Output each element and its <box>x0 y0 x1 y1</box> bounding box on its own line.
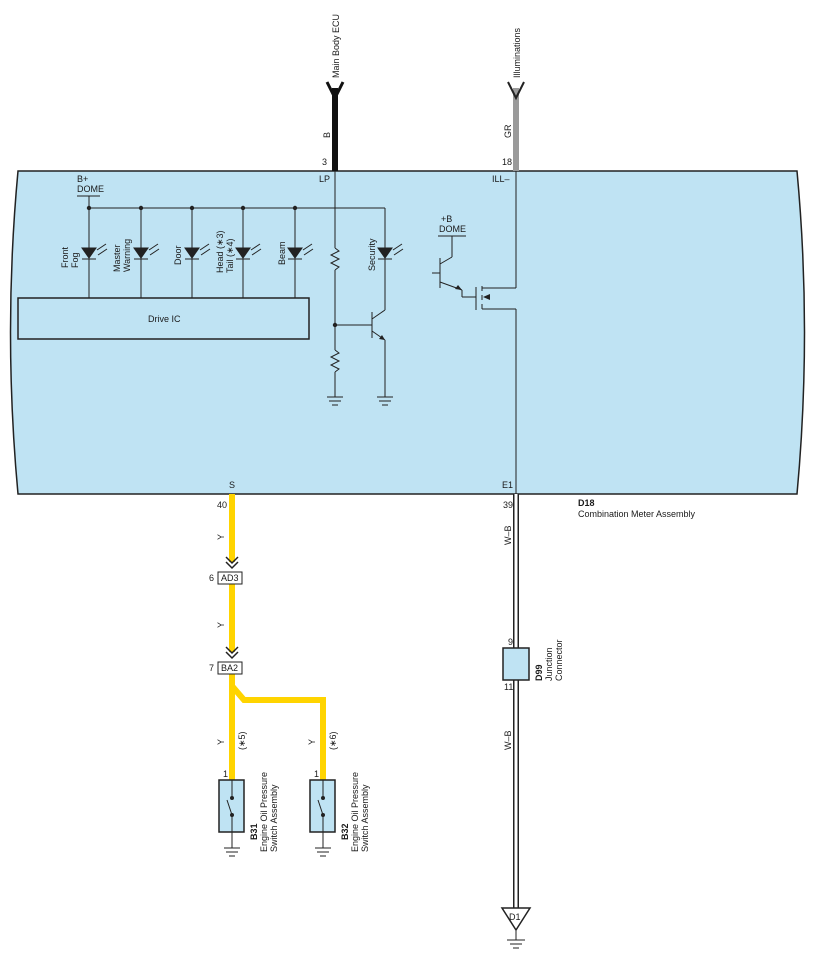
wire-code-wb1: W–B <box>503 525 513 545</box>
led-label-fog: Fog <box>70 252 80 268</box>
ground-d1-label: D1 <box>509 912 521 922</box>
meter-name: Combination Meter Assembly <box>578 509 696 519</box>
b31-note: (∗5) <box>237 731 247 750</box>
plus-b-label: +B <box>441 214 452 224</box>
led-label-warning: Warning <box>122 239 132 272</box>
pin-18: 18 <box>502 157 512 167</box>
led-door-icon <box>184 243 211 260</box>
b31-name2: Switch Assembly <box>269 784 279 852</box>
connector-ba2 <box>217 661 243 675</box>
connector-ad3 <box>217 571 243 585</box>
ill-circuit <box>432 171 517 494</box>
meter-body <box>9 170 806 495</box>
wire-code-y1: Y <box>216 534 226 540</box>
ad3-pin: 6 <box>209 573 214 583</box>
yellow-wires <box>229 494 326 780</box>
wire-code-gr: GR <box>503 124 513 138</box>
b32-name2: Switch Assembly <box>360 784 370 852</box>
led-master-warning-icon <box>133 243 160 260</box>
terminal-e1: E1 <box>502 480 513 490</box>
meter-code: D18 <box>578 498 595 508</box>
main-body-ecu-label: Main Body ECU <box>331 14 341 78</box>
wire-code-y2: Y <box>216 622 226 628</box>
b31-wire-code: Y <box>216 739 226 745</box>
wire-code-b: B <box>322 132 332 138</box>
lp-junction <box>332 322 338 328</box>
led-security-icon <box>377 243 404 260</box>
b32-note: (∗6) <box>328 731 338 750</box>
connector-chevrons <box>225 556 239 660</box>
led-label-master: Master <box>112 244 122 272</box>
pin-39: 39 <box>503 500 513 510</box>
d99-name2: Connector <box>554 639 564 681</box>
dome2-label: DOME <box>439 224 466 234</box>
lp-circuit <box>327 171 393 406</box>
b32-name1: Engine Oil Pressure <box>350 772 360 852</box>
led-label-security: Security <box>367 238 377 271</box>
pin-40: 40 <box>217 500 227 510</box>
wire-main-body-ecu: Main Body ECU B 3 LP <box>319 14 345 184</box>
b31-pin: 1 <box>223 769 228 779</box>
transistor-arrow-icon <box>379 335 385 340</box>
drive-ic-box <box>17 297 310 340</box>
junction-connector-d99 <box>502 647 530 681</box>
d99-pin-in: 9 <box>508 637 513 647</box>
mosfet-arrow-icon <box>483 294 490 300</box>
led-icons <box>81 243 404 260</box>
terminal-s: S <box>229 480 235 490</box>
d99-name1: Junction <box>544 647 554 681</box>
illuminations-label: Illuminations <box>512 27 522 78</box>
b31-code: B31 <box>249 823 259 840</box>
b32-code: B32 <box>340 823 350 840</box>
drive-ic-label: Drive IC <box>148 314 181 324</box>
d99-pin-out: 11 <box>504 682 513 692</box>
led-label-beam: Beam <box>277 241 287 265</box>
connector-ba2-label: BA2 <box>221 663 238 673</box>
pin-3: 3 <box>322 157 327 167</box>
led-label-front: Front <box>60 246 70 268</box>
b31-switch-icon <box>224 780 240 857</box>
dome-label: DOME <box>77 184 104 194</box>
led-label-head: Head (∗3) <box>215 230 225 273</box>
terminal-lp: LP <box>319 174 330 184</box>
bjt-arrow-icon <box>455 285 462 290</box>
b32-wire-code: Y <box>307 739 317 745</box>
led-beam-icon <box>287 243 314 260</box>
b31-name1: Engine Oil Pressure <box>259 772 269 852</box>
ground-icon <box>507 930 525 949</box>
wire-code-wb2: W–B <box>503 730 513 750</box>
led-head-tail-icon <box>235 243 262 260</box>
led-label-tail: Tail (∗4) <box>225 238 235 273</box>
led-front-fog-icon <box>81 243 108 260</box>
ba2-pin: 7 <box>209 663 214 673</box>
ground-d1-triangle <box>500 907 532 932</box>
connector-ad3-label: AD3 <box>221 573 239 583</box>
b-plus-label: B+ <box>77 174 88 184</box>
d99-code: D99 <box>534 664 544 681</box>
b32-switch-icon <box>315 780 331 857</box>
led-label-door: Door <box>173 245 183 265</box>
wire-illuminations: Illuminations GR 18 ILL– <box>492 27 525 184</box>
terminal-ill: ILL– <box>492 174 510 184</box>
b32-pin: 1 <box>314 769 319 779</box>
